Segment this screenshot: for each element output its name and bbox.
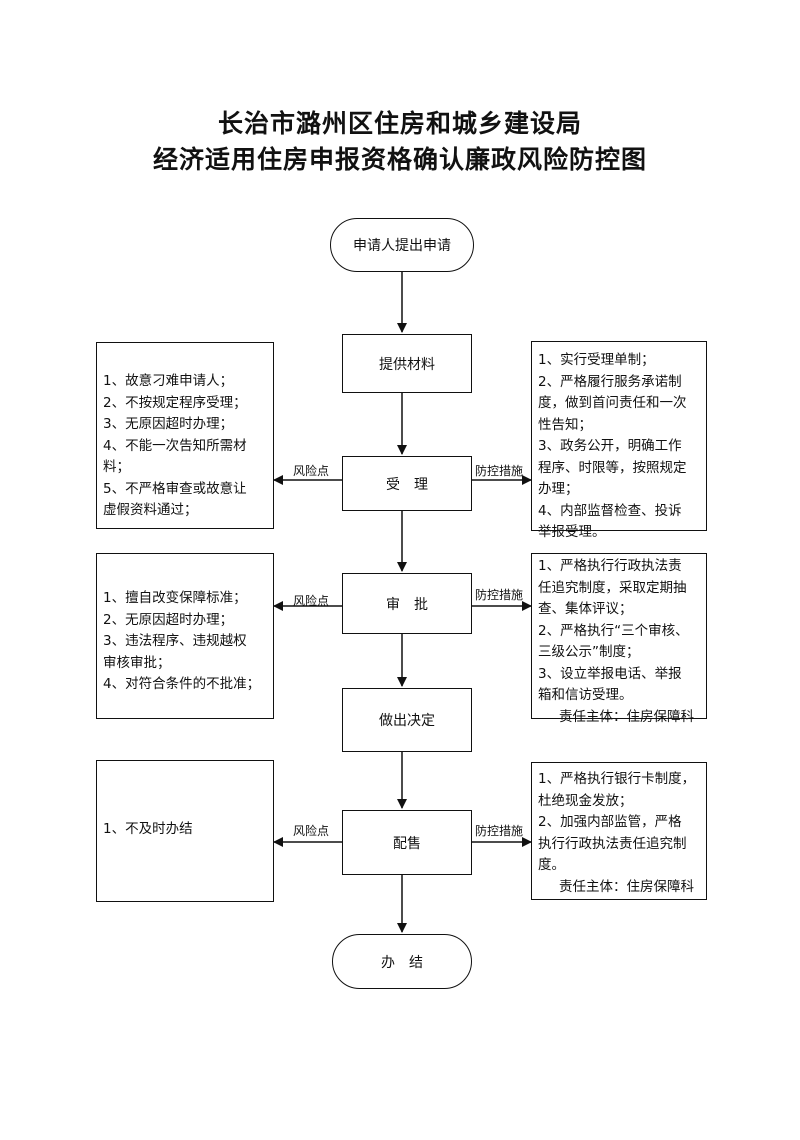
control-box-sale: 1、严格执行银行卡制度， 杜绝现金发放； 2、加强内部监管，严格 执行行政执法责… — [531, 762, 707, 900]
control-label-sale: 防控措施 — [475, 824, 524, 838]
control-sale-line: 1、严格执行银行卡制度， — [538, 771, 696, 787]
step-provide-materials: 提供材料 — [342, 334, 472, 393]
title-line-2: 经济适用住房申报资格确认廉政风险防控图 — [152, 145, 647, 174]
control-label-approve: 防控措施 — [475, 588, 524, 602]
risk-approve-line: 审核审批； — [103, 654, 171, 671]
risk-box-sale: 1、不及时办结 — [96, 760, 274, 902]
risk-approve-line: 4、对符合条件的不批准； — [103, 676, 261, 692]
responsible-party-sale: 责任主体：住房保障科 — [559, 878, 694, 895]
title-line-1: 长治市潞州区住房和城乡建设局 — [217, 109, 582, 138]
control-accept-line: 3、政务公开，明确工作 — [538, 438, 682, 454]
step-approve: 审 批 — [342, 573, 472, 634]
control-approve-line: 3、设立举报电话、举报 — [538, 665, 682, 682]
step-decide: 做出决定 — [342, 688, 472, 752]
risk-accept-line: 4、不能一次告知所需材 — [103, 437, 247, 454]
risk-box-accept: 1、故意刁难申请人； 2、不按规定程序受理； 3、无原因超时办理； 4、不能一次… — [96, 342, 274, 529]
control-box-accept: 1、实行受理单制； 2、严格履行服务承诺制 度，做到首问责任和一次 性告知； 3… — [531, 341, 707, 540]
risk-accept-line: 5、不严格审查或故意让 — [103, 480, 247, 497]
risk-accept-line: 虚假资料通过； — [103, 502, 198, 518]
control-approve-line: 任追究制度，采取定期抽 — [538, 579, 687, 596]
control-approve-line: 2、严格执行“三个审核、 — [538, 622, 689, 639]
risk-accept-line: 料； — [103, 459, 130, 475]
control-accept-line: 2、严格履行服务承诺制 — [538, 373, 682, 390]
risk-accept-line: 2、不按规定程序受理； — [103, 394, 247, 411]
control-sale-line: 执行行政执法责任追究制 — [538, 835, 687, 852]
control-sale-line: 杜绝现金发放； — [538, 792, 633, 809]
control-approve-line: 查、集体评议； — [538, 601, 633, 617]
risk-approve-line: 1、擅自改变保障标准； — [103, 590, 247, 606]
risk-approve-line: 2、无原因超时办理； — [103, 611, 234, 628]
risk-label-accept: 风险点 — [293, 464, 330, 478]
control-label-accept: 防控措施 — [475, 464, 524, 478]
step-accept: 受 理 — [342, 456, 472, 511]
control-accept-line: 度，做到首问责任和一次 — [538, 395, 687, 411]
risk-label-approve: 风险点 — [293, 594, 330, 608]
risk-accept-line: 3、无原因超时办理； — [103, 416, 234, 432]
risk-approve-line: 3、违法程序、违规越权 — [103, 633, 247, 649]
risk-sale-line: 1、不及时办结 — [103, 821, 193, 837]
risk-label-sale: 风险点 — [293, 824, 330, 838]
end-node: 办 结 — [332, 934, 472, 989]
control-sale-line: 2、加强内部监管，严格 — [538, 814, 682, 830]
control-accept-line: 办理； — [538, 481, 579, 497]
control-accept-line: 程序、时限等，按照规定 — [538, 459, 687, 476]
control-accept-line: 1、实行受理单制； — [538, 352, 655, 368]
control-approve-line: 箱和信访受理。 — [538, 687, 633, 703]
control-accept-line: 举报受理。 — [538, 524, 606, 540]
start-node: 申请人提出申请 — [330, 218, 474, 272]
risk-box-approve: 1、擅自改变保障标准； 2、无原因超时办理； 3、违法程序、违规越权 审核审批；… — [96, 553, 274, 719]
control-approve-line: 三级公示”制度； — [538, 644, 640, 660]
step-sale: 配售 — [342, 810, 472, 875]
control-accept-line: 性告知； — [538, 416, 592, 433]
control-sale-line: 度。 — [538, 857, 565, 873]
control-accept-line: 4、内部监督检查、投诉 — [538, 502, 682, 519]
risk-accept-line: 1、故意刁难申请人； — [103, 373, 234, 389]
responsible-party-approve: 责任主体：住房保障科 — [559, 708, 694, 725]
control-box-approve: 1、严格执行行政执法责 任追究制度，采取定期抽 查、集体评议； 2、严格执行“三… — [531, 553, 707, 725]
control-approve-line: 1、严格执行行政执法责 — [538, 558, 682, 574]
